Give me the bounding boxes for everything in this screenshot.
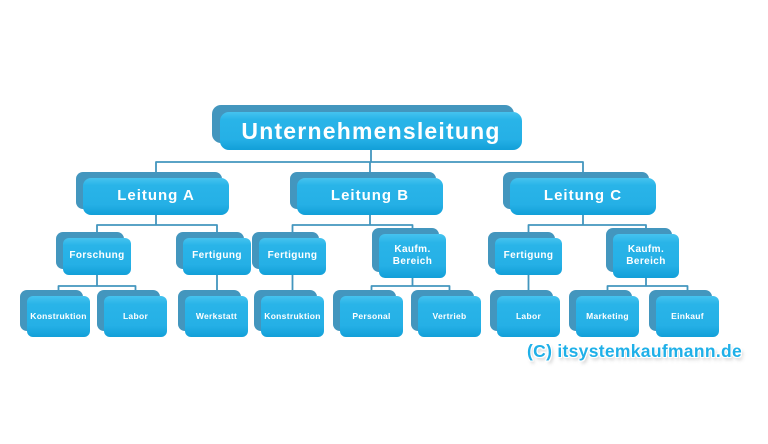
org-node-marketing-c: Marketing	[569, 290, 639, 337]
org-node-unternehmensleitung: Unternehmensleitung	[212, 105, 522, 150]
connector-path	[57, 148, 689, 300]
node-label: Bereich	[626, 256, 666, 267]
org-node-werkstatt-a: Werkstatt	[178, 290, 248, 337]
node-label: Leitung B	[330, 187, 410, 205]
node-face: Kaufm.Bereich	[379, 234, 446, 278]
org-node-personal-b: Personal	[333, 290, 403, 337]
node-face: Fertigung	[259, 238, 326, 275]
node-label: Konstruktion	[30, 311, 87, 322]
node-label: Kaufm.	[394, 243, 431, 255]
node-face: Personal	[340, 296, 403, 337]
org-node-konstruktion-b: Konstruktion	[254, 290, 324, 337]
node-label: Werkstatt	[195, 311, 238, 322]
org-node-kaufm-bereich-c: Kaufm.Bereich	[606, 228, 679, 278]
org-node-leitung-c: Leitung C	[503, 172, 656, 215]
node-face: Einkauf	[656, 296, 719, 337]
node-face: Konstruktion	[27, 296, 90, 337]
node-face: Forschung	[63, 238, 131, 275]
node-face: Labor	[497, 296, 560, 337]
node-face: Werkstatt	[185, 296, 248, 337]
node-face: Labor	[104, 296, 167, 337]
node-face: Marketing	[576, 296, 639, 337]
org-node-fertigung-a: Fertigung	[176, 232, 251, 275]
node-face: Konstruktion	[261, 296, 324, 337]
org-node-labor-c: Labor	[490, 290, 560, 337]
org-node-einkauf-c: Einkauf	[649, 290, 719, 337]
node-label: Vertrieb	[432, 311, 467, 322]
node-label: Fertigung	[192, 250, 242, 262]
node-face: Vertrieb	[418, 296, 481, 337]
node-label: Forschung	[69, 250, 125, 262]
node-label: Labor	[122, 311, 149, 322]
node-face: Fertigung	[183, 238, 251, 275]
node-label: Labor	[515, 311, 542, 322]
node-face: Kaufm.Bereich	[613, 234, 679, 278]
node-label: Marketing	[586, 311, 629, 322]
org-node-leitung-b: Leitung B	[290, 172, 443, 215]
node-label: Leitung C	[543, 187, 623, 205]
org-node-leitung-a: Leitung A	[76, 172, 229, 215]
watermark-text: (C) itsystemkaufmann.de	[527, 341, 743, 361]
org-node-konstruktion-a: Konstruktion	[20, 290, 90, 337]
node-label: Bereich	[392, 256, 433, 267]
node-label: Einkauf	[671, 311, 704, 322]
org-node-forschung-a: Forschung	[56, 232, 131, 275]
node-label: Kaufm.	[627, 243, 665, 255]
node-face: Leitung B	[297, 178, 443, 215]
node-face: Fertigung	[495, 238, 562, 275]
node-face: Leitung A	[83, 178, 229, 215]
org-node-labor-a: Labor	[97, 290, 167, 337]
org-node-fertigung-c: Fertigung	[488, 232, 562, 275]
node-label: Fertigung	[503, 250, 554, 262]
node-label: Leitung A	[117, 187, 195, 205]
node-label: Personal	[352, 311, 391, 322]
node-face: Unternehmensleitung	[220, 112, 522, 150]
node-label: Fertigung	[267, 250, 318, 262]
org-node-vertrieb-b: Vertrieb	[411, 290, 481, 337]
node-label: Konstruktion	[264, 311, 321, 322]
node-face: Leitung C	[510, 178, 656, 215]
node-label: Unternehmensleitung	[241, 117, 501, 144]
org-node-fertigung-b: Fertigung	[252, 232, 326, 275]
org-node-kaufm-bereich-b: Kaufm.Bereich	[372, 228, 446, 278]
